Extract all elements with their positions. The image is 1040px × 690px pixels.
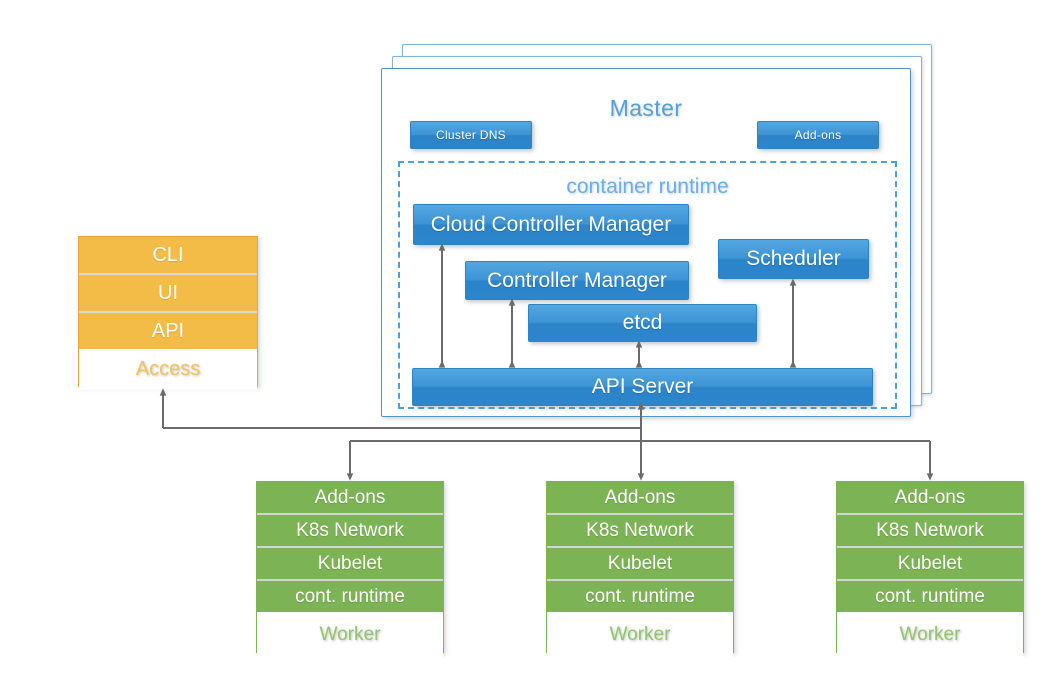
access-row-api-label: API: [151, 319, 185, 342]
access-row-ui[interactable]: UI: [79, 275, 257, 313]
scheduler-box[interactable]: Scheduler: [718, 239, 869, 279]
etcd-box[interactable]: etcd: [528, 304, 757, 342]
controller-manager-box[interactable]: Controller Manager: [465, 261, 689, 300]
access-row-api[interactable]: API: [79, 313, 257, 349]
container-runtime-box: container runtime: [398, 161, 897, 409]
api-server-label: API Server: [591, 375, 694, 398]
worker-1-row-runtime-label: cont. runtime: [295, 585, 405, 607]
worker-2-label: Worker: [547, 612, 733, 658]
access-label: Access: [79, 349, 257, 390]
worker-3-label-text: Worker: [899, 624, 961, 645]
scheduler-label: Scheduler: [746, 247, 841, 270]
access-panel: CLI UI API Access: [78, 236, 258, 390]
worker-node-3: Add-ons K8s Network Kubelet cont. runtim…: [836, 481, 1024, 658]
worker-2-row-kubelet[interactable]: Kubelet: [547, 548, 733, 581]
worker-2-row-kubelet-label: Kubelet: [607, 552, 673, 574]
worker-1-row-network-label: K8s Network: [296, 519, 404, 541]
access-row-ui-label: UI: [158, 281, 178, 304]
worker-3-row-kubelet-label: Kubelet: [897, 552, 963, 574]
worker-2-row-runtime[interactable]: cont. runtime: [547, 581, 733, 612]
access-row-cli-label: CLI: [152, 243, 184, 266]
worker-2-label-text: Worker: [609, 624, 671, 645]
access-label-text: Access: [135, 358, 201, 380]
worker-1-label-text: Worker: [319, 624, 381, 645]
cloud-controller-manager-box[interactable]: Cloud Controller Manager: [413, 204, 689, 245]
api-server-box[interactable]: API Server: [412, 368, 873, 406]
worker-1-row-addons-label: Add-ons: [314, 486, 386, 508]
access-row-cli[interactable]: CLI: [79, 237, 257, 275]
etcd-label: etcd: [622, 311, 663, 334]
worker-3-row-network-label: K8s Network: [876, 519, 984, 541]
worker-1-label: Worker: [257, 612, 443, 658]
worker-node-2: Add-ons K8s Network Kubelet cont. runtim…: [546, 481, 734, 658]
master-addons-box[interactable]: Add-ons: [757, 121, 879, 149]
worker-1-row-runtime[interactable]: cont. runtime: [257, 581, 443, 612]
master-addons-label: Add-ons: [794, 128, 842, 142]
controller-manager-label: Controller Manager: [487, 268, 667, 292]
worker-3-label: Worker: [837, 612, 1023, 658]
cloud-controller-manager-label: Cloud Controller Manager: [430, 212, 672, 236]
worker-3-row-runtime[interactable]: cont. runtime: [837, 581, 1023, 612]
worker-2-row-addons[interactable]: Add-ons: [547, 482, 733, 515]
master-title: Master: [609, 95, 683, 121]
worker-1-row-network[interactable]: K8s Network: [257, 515, 443, 548]
cluster-dns-box[interactable]: Cluster DNS: [410, 121, 532, 149]
worker-3-row-runtime-label: cont. runtime: [875, 585, 985, 607]
cluster-dns-label: Cluster DNS: [436, 128, 506, 142]
worker-2-row-network[interactable]: K8s Network: [547, 515, 733, 548]
worker-1-row-kubelet-label: Kubelet: [317, 552, 383, 574]
worker-2-row-addons-label: Add-ons: [604, 486, 676, 508]
worker-3-row-addons-label: Add-ons: [894, 486, 966, 508]
worker-1-row-addons[interactable]: Add-ons: [257, 482, 443, 515]
master-panel: Master Cluster DNS Add-ons container run…: [381, 68, 911, 417]
worker-1-row-kubelet[interactable]: Kubelet: [257, 548, 443, 581]
worker-3-row-addons[interactable]: Add-ons: [837, 482, 1023, 515]
worker-2-row-runtime-label: cont. runtime: [585, 585, 695, 607]
container-runtime-title: container runtime: [566, 175, 729, 198]
worker-2-row-network-label: K8s Network: [586, 519, 694, 541]
worker-3-row-kubelet[interactable]: Kubelet: [837, 548, 1023, 581]
worker-3-row-network[interactable]: K8s Network: [837, 515, 1023, 548]
worker-node-1: Add-ons K8s Network Kubelet cont. runtim…: [256, 481, 444, 658]
